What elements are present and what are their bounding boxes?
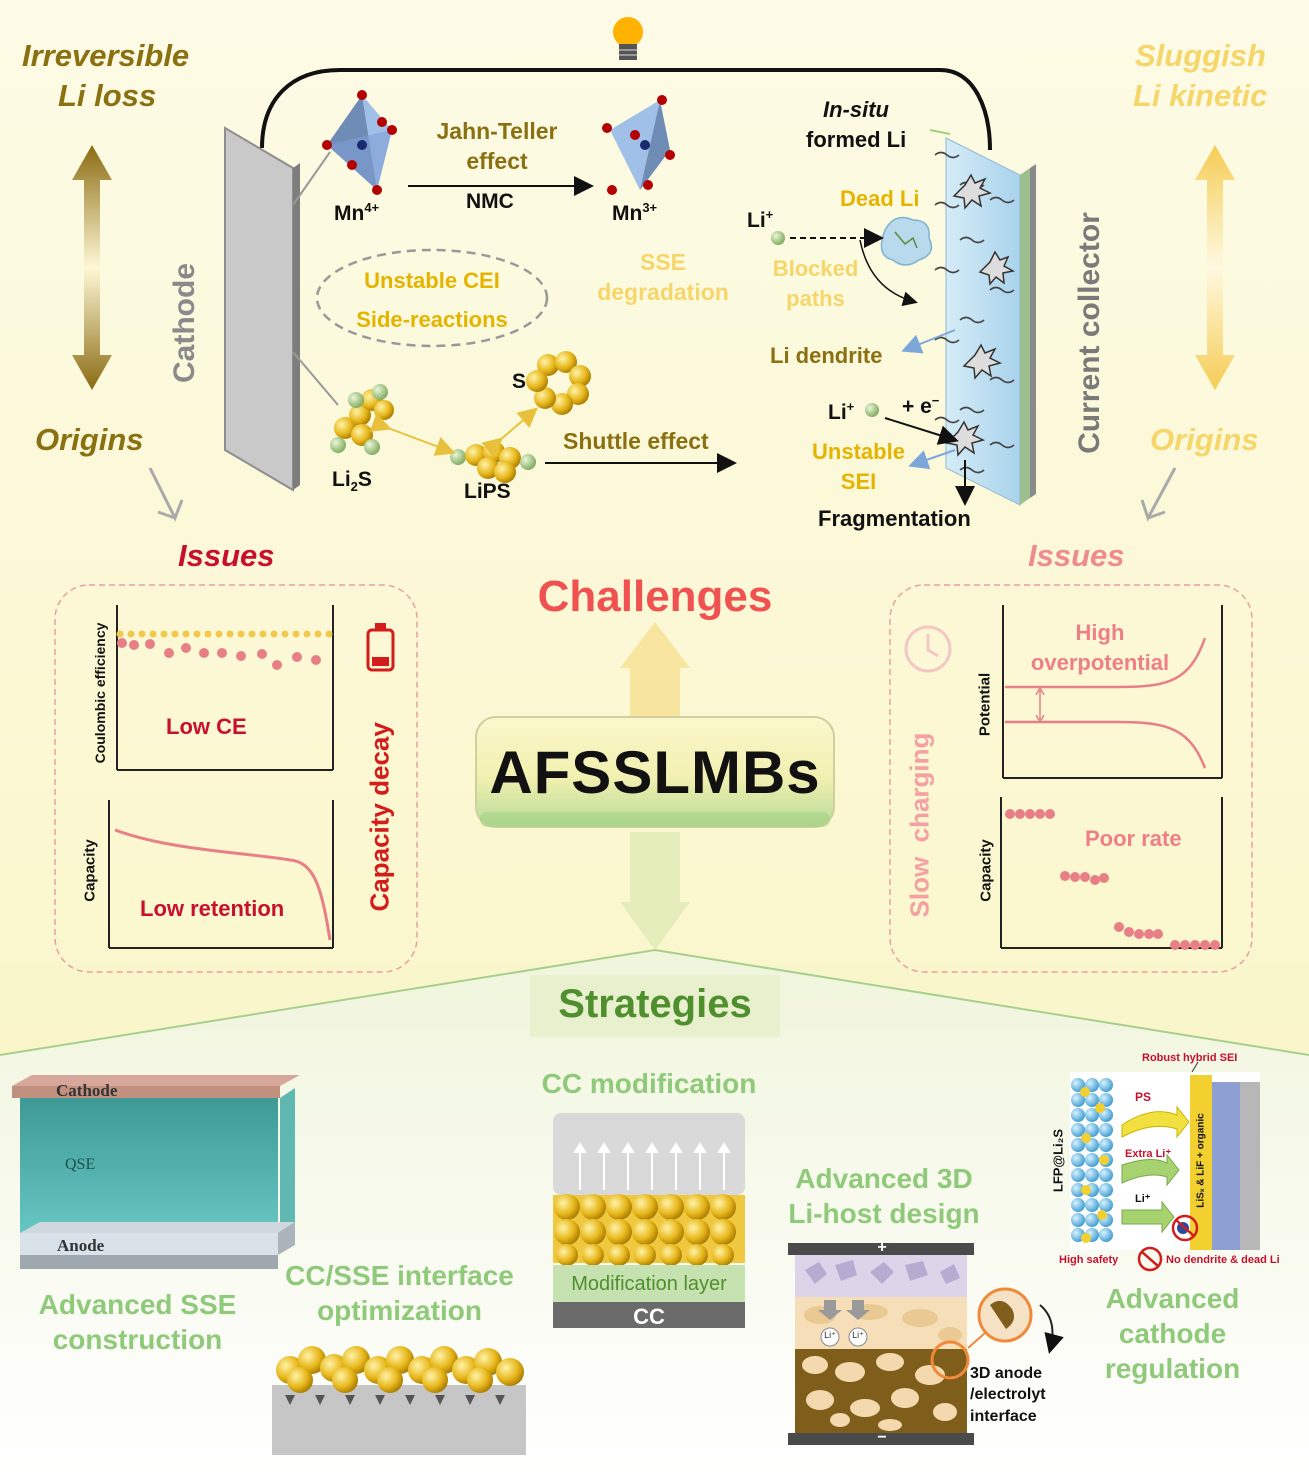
- potential-axis-label: Potential: [976, 672, 994, 737]
- poor-rate-label: Poor rate: [1085, 826, 1182, 851]
- cathode-label: Cathode: [168, 263, 201, 383]
- sse-anode-label: Anode: [57, 1236, 105, 1255]
- in-situ-line2: formed Li: [806, 127, 907, 152]
- mod-layer-label: Modification layer: [571, 1273, 727, 1295]
- jahn-teller-line1: Jahn-Teller: [436, 118, 558, 144]
- cc-mod-title: CC modification: [541, 1068, 757, 1099]
- high-overpotential-line2: overpotential: [1030, 650, 1170, 675]
- li-host-line2: Li-host design: [788, 1198, 980, 1229]
- sse-degradation-line2: degradation: [597, 279, 729, 305]
- nmc-label: NMC: [466, 190, 514, 213]
- cc-sse-line1: CC/SSE interface: [285, 1260, 514, 1291]
- sse-cathode-label: Cathode: [56, 1081, 118, 1100]
- electron-label: + e−: [902, 393, 940, 418]
- li-dendrite-label: Li dendrite: [770, 343, 883, 368]
- cathode-reg-line1: Advanced: [1105, 1283, 1240, 1314]
- host-li2-label: Li⁺: [852, 1330, 864, 1340]
- sse-degradation-line1: SSE: [639, 249, 687, 275]
- shuttle-effect-label: Shuttle effect: [563, 428, 709, 454]
- lfp-label: LFP@Li₂S: [1050, 1128, 1066, 1193]
- capacity-axis-right: Capacity: [977, 839, 995, 902]
- li-plus-small-label: Li⁺: [1135, 1193, 1151, 1205]
- host-anode-line3: interface: [970, 1408, 1037, 1425]
- extra-li-label: Extra Li⁺: [1125, 1148, 1172, 1160]
- mn4-label: Mn4+: [334, 200, 380, 225]
- left-title-line2: Li loss: [58, 78, 157, 113]
- li2s-label: Li2S: [332, 468, 372, 495]
- right-title-line1: Sluggish: [1135, 38, 1266, 73]
- left-title-line1: Irreversible: [22, 38, 190, 73]
- issues-left: Issues: [178, 538, 275, 573]
- fragmentation-label: Fragmentation: [818, 506, 971, 531]
- no-dendrite-label: No dendrite & dead Li: [1166, 1254, 1280, 1266]
- li-host-line1: Advanced 3D: [795, 1163, 973, 1194]
- unstable-sei-line2: SEI: [840, 469, 877, 494]
- adv-sse-line2: construction: [52, 1324, 223, 1355]
- host-anode-line2: /electrolyt: [970, 1386, 1046, 1403]
- mn3-label: Mn3+: [612, 200, 658, 225]
- host-minus-label: −: [877, 1429, 887, 1446]
- li-plus-2-label: Li+: [828, 399, 855, 424]
- high-overpotential-line1: High: [1075, 620, 1125, 645]
- jahn-teller-line2: effect: [466, 148, 528, 174]
- adv-sse-line1: Advanced SSE: [38, 1289, 237, 1320]
- host-anode-line1: 3D anode: [970, 1365, 1043, 1382]
- capacity-axis-left: Capacity: [81, 839, 99, 902]
- cc-label: CC: [633, 1304, 665, 1329]
- cathode-reg-line2: cathode: [1118, 1318, 1227, 1349]
- issues-right: Issues: [1028, 538, 1125, 573]
- right-title-line2: Li kinetic: [1133, 78, 1268, 113]
- current-collector-label: Current collector: [1073, 212, 1106, 454]
- robust-sei-label: Robust hybrid SEI: [1142, 1052, 1238, 1064]
- unstable-cei-label: Unstable CEI: [364, 268, 500, 293]
- dead-li-label: Dead Li: [840, 186, 920, 211]
- capacity-decay-label: Capacity decay: [364, 722, 395, 912]
- cathode-reg-line3: regulation: [1104, 1353, 1241, 1384]
- low-ce-label: Low CE: [166, 714, 247, 739]
- strategies-title: Strategies: [558, 982, 752, 1026]
- origins-right: Origins: [1150, 422, 1259, 457]
- challenges-title: Challenges: [537, 572, 773, 621]
- li-plus-label: Li+: [747, 207, 774, 232]
- lips-label: LiPS: [464, 480, 511, 503]
- high-safety-label: High safety: [1059, 1254, 1119, 1266]
- ce-axis-label: Coulombic efficiency: [92, 622, 108, 764]
- origins-left: Origins: [35, 422, 144, 457]
- afsslmbs-title: AFSSLMBs: [489, 739, 821, 806]
- side-reactions-label: Side-reactions: [356, 307, 508, 332]
- cc-sse-line2: optimization: [317, 1295, 482, 1326]
- s-label: S: [512, 370, 527, 393]
- blocked-paths-line2: paths: [786, 286, 845, 311]
- slow-charging-label: Slow charging: [904, 732, 935, 918]
- sei-composition-label: LiSₓ & LiF + organic: [1195, 1113, 1207, 1208]
- host-plus-label: +: [877, 1239, 887, 1256]
- low-retention-label: Low retention: [140, 896, 285, 921]
- sse-qse-label: QSE: [65, 1156, 96, 1173]
- blocked-paths-line1: Blocked: [772, 256, 859, 281]
- unstable-sei-line1: Unstable: [812, 439, 905, 464]
- in-situ-line1: In-situ: [823, 97, 889, 122]
- ps-label: PS: [1135, 1090, 1152, 1104]
- host-li1-label: Li⁺: [824, 1330, 836, 1340]
